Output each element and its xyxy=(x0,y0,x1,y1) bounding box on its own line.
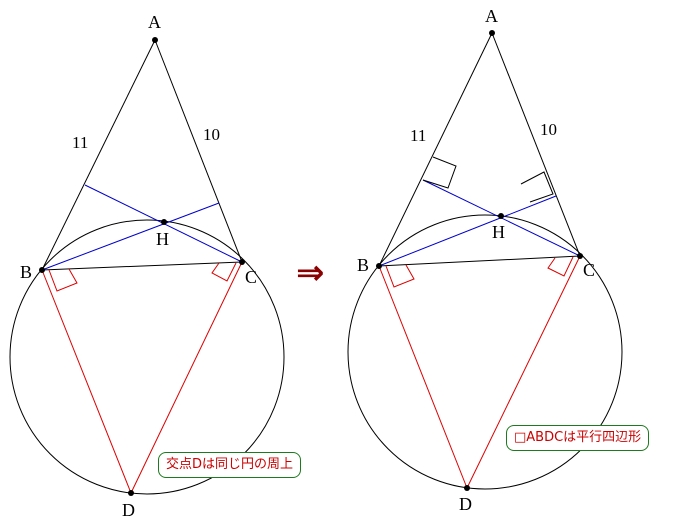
right-note-text: □ABDCは平行四辺形 xyxy=(514,430,642,445)
right-line-bd xyxy=(378,265,468,489)
left-length-ab: 11 xyxy=(72,133,88,152)
left-line-cd xyxy=(130,261,243,494)
right-label-h: H xyxy=(492,222,505,242)
right-angle-mark-ab xyxy=(422,156,457,189)
left-altitude-from-b xyxy=(41,202,220,271)
left-figure: A B C H D 11 10 xyxy=(9,12,285,520)
right-point-c xyxy=(577,253,583,259)
left-label-h: H xyxy=(156,229,169,249)
right-figure: A B C H D 11 10 xyxy=(347,6,623,514)
right-altitude-from-b xyxy=(378,195,557,267)
right-label-c: C xyxy=(583,260,595,280)
right-side-ac xyxy=(491,32,581,257)
left-point-d xyxy=(128,490,134,496)
left-note-box: 交点Dは同じ円の周上 xyxy=(158,452,302,478)
left-point-b xyxy=(39,267,45,273)
left-length-ac: 10 xyxy=(203,125,220,144)
left-note-text: 交点Dは同じ円の周上 xyxy=(166,457,294,472)
left-right-angle-mark-b xyxy=(48,268,78,292)
implies-arrow: ⇒ xyxy=(296,253,325,293)
left-side-ab xyxy=(41,39,156,271)
left-point-c xyxy=(239,259,245,265)
left-right-angle-mark-c xyxy=(211,262,237,282)
right-line-cd xyxy=(466,255,581,489)
right-point-d xyxy=(464,485,470,491)
right-side-ab xyxy=(378,32,493,267)
right-label-a: A xyxy=(485,6,498,26)
right-right-angle-mark-b xyxy=(385,264,415,288)
right-angle-mark-ac xyxy=(520,171,554,203)
left-label-b: B xyxy=(20,262,32,282)
right-label-d: D xyxy=(459,494,472,514)
right-side-bc xyxy=(378,255,581,267)
left-label-a: A xyxy=(148,12,161,32)
left-point-h xyxy=(161,219,167,225)
left-side-bc xyxy=(41,261,243,271)
right-length-ac: 10 xyxy=(540,120,557,139)
right-point-h xyxy=(498,213,504,219)
right-note-box: □ABDCは平行四辺形 xyxy=(506,425,650,451)
left-side-ac xyxy=(154,39,243,263)
left-line-bd xyxy=(41,269,132,494)
left-point-a xyxy=(152,37,158,43)
left-circle xyxy=(9,219,285,495)
right-point-a xyxy=(489,30,495,36)
left-label-d: D xyxy=(122,500,135,520)
right-label-b: B xyxy=(357,255,369,275)
right-right-angle-mark-c xyxy=(547,256,574,277)
right-length-ab: 11 xyxy=(410,126,426,145)
right-point-b xyxy=(376,263,382,269)
right-circle xyxy=(347,214,623,490)
left-label-c: C xyxy=(245,267,257,287)
